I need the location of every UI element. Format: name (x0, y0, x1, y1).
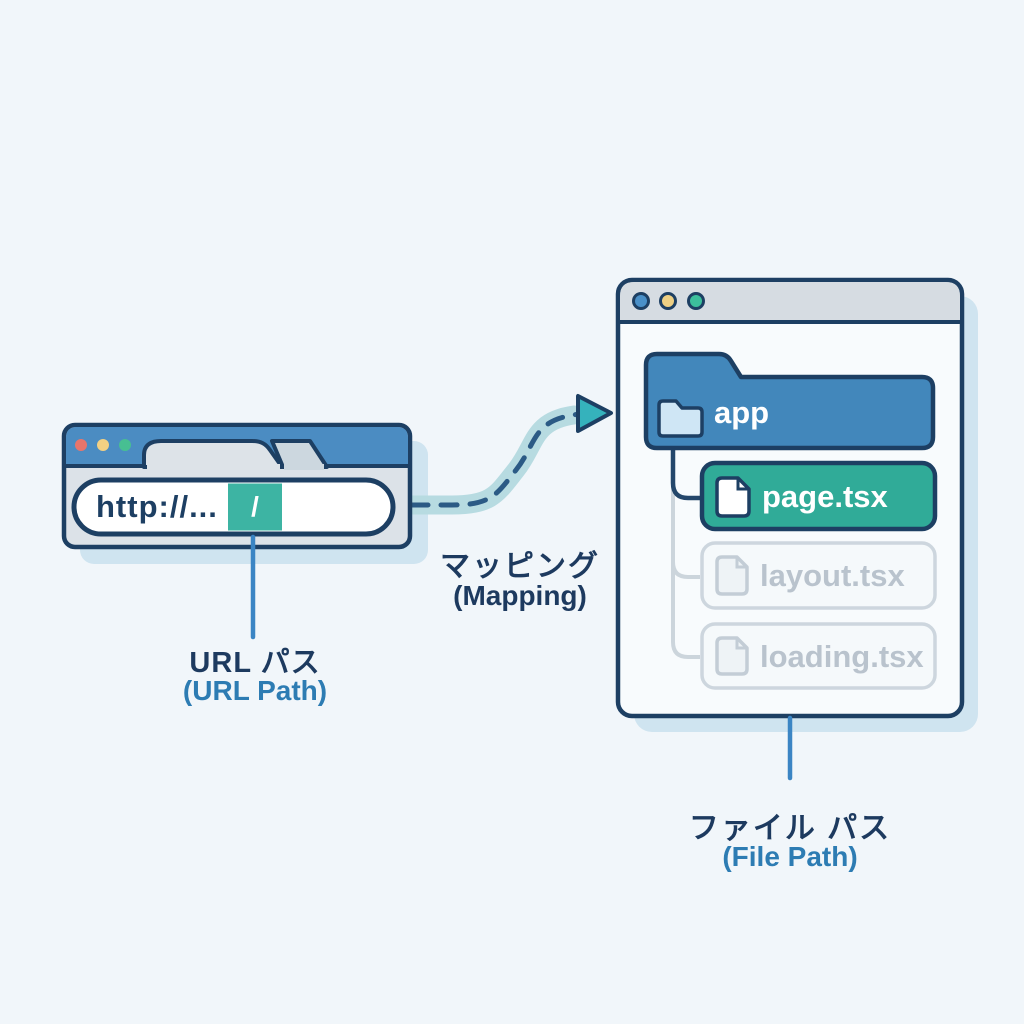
folder-icon (657, 399, 704, 438)
mapping-arrow-band (402, 405, 584, 515)
file-traffic-light-green-icon[interactable] (687, 292, 705, 310)
file-traffic-light-blue-icon[interactable] (632, 292, 650, 310)
folder-row-app[interactable] (643, 351, 936, 451)
browser-tab[interactable] (142, 439, 284, 469)
file-icon-layout (715, 555, 749, 596)
file-icon-layout-fold (735, 557, 747, 569)
file-traffic-light-yellow-icon[interactable] (659, 292, 677, 310)
file-icon-loading-fold (735, 638, 747, 650)
url-path-label-en: (URL Path) (182, 675, 328, 706)
folder-label-app: app (714, 394, 770, 430)
traffic-light-green-icon[interactable] (119, 439, 131, 451)
mapping-label-jp: マッピング (440, 550, 600, 583)
tab2-body-merge (284, 464, 324, 470)
file-label-page: page.tsx (762, 478, 888, 514)
tab-body-merge (147, 464, 280, 470)
tree-connector-loading (671, 448, 700, 659)
file-icon-loading (715, 636, 749, 676)
file-path-label-en: (File Path) (722, 841, 858, 872)
url-segment-highlight[interactable] (228, 483, 282, 531)
mapping-arrow-dashes (409, 411, 581, 508)
mapping-arrowhead-icon (576, 394, 613, 433)
file-icon-page (715, 476, 751, 518)
tree-connector-page (670, 448, 702, 501)
browser-tab-secondary[interactable] (270, 439, 329, 469)
url-bar-text: http://... (96, 489, 218, 524)
mapping-label-en: (Mapping) (453, 580, 587, 611)
file-label-loading: loading.tsx (760, 638, 924, 674)
file-titlebar (620, 282, 960, 322)
file-label-layout: layout.tsx (760, 557, 905, 593)
traffic-light-red-icon[interactable] (75, 439, 87, 451)
url-highlight-text: / (251, 491, 259, 522)
file-row-page[interactable] (699, 460, 938, 532)
file-path-label-jp: ファイル パス (688, 812, 892, 845)
file-row-loading[interactable] (700, 622, 937, 690)
traffic-light-yellow-icon[interactable] (97, 439, 109, 451)
file-icon-page-fold (736, 478, 749, 491)
file-row-layout[interactable] (700, 541, 937, 610)
url-path-label-jp: URL パス (189, 647, 321, 679)
